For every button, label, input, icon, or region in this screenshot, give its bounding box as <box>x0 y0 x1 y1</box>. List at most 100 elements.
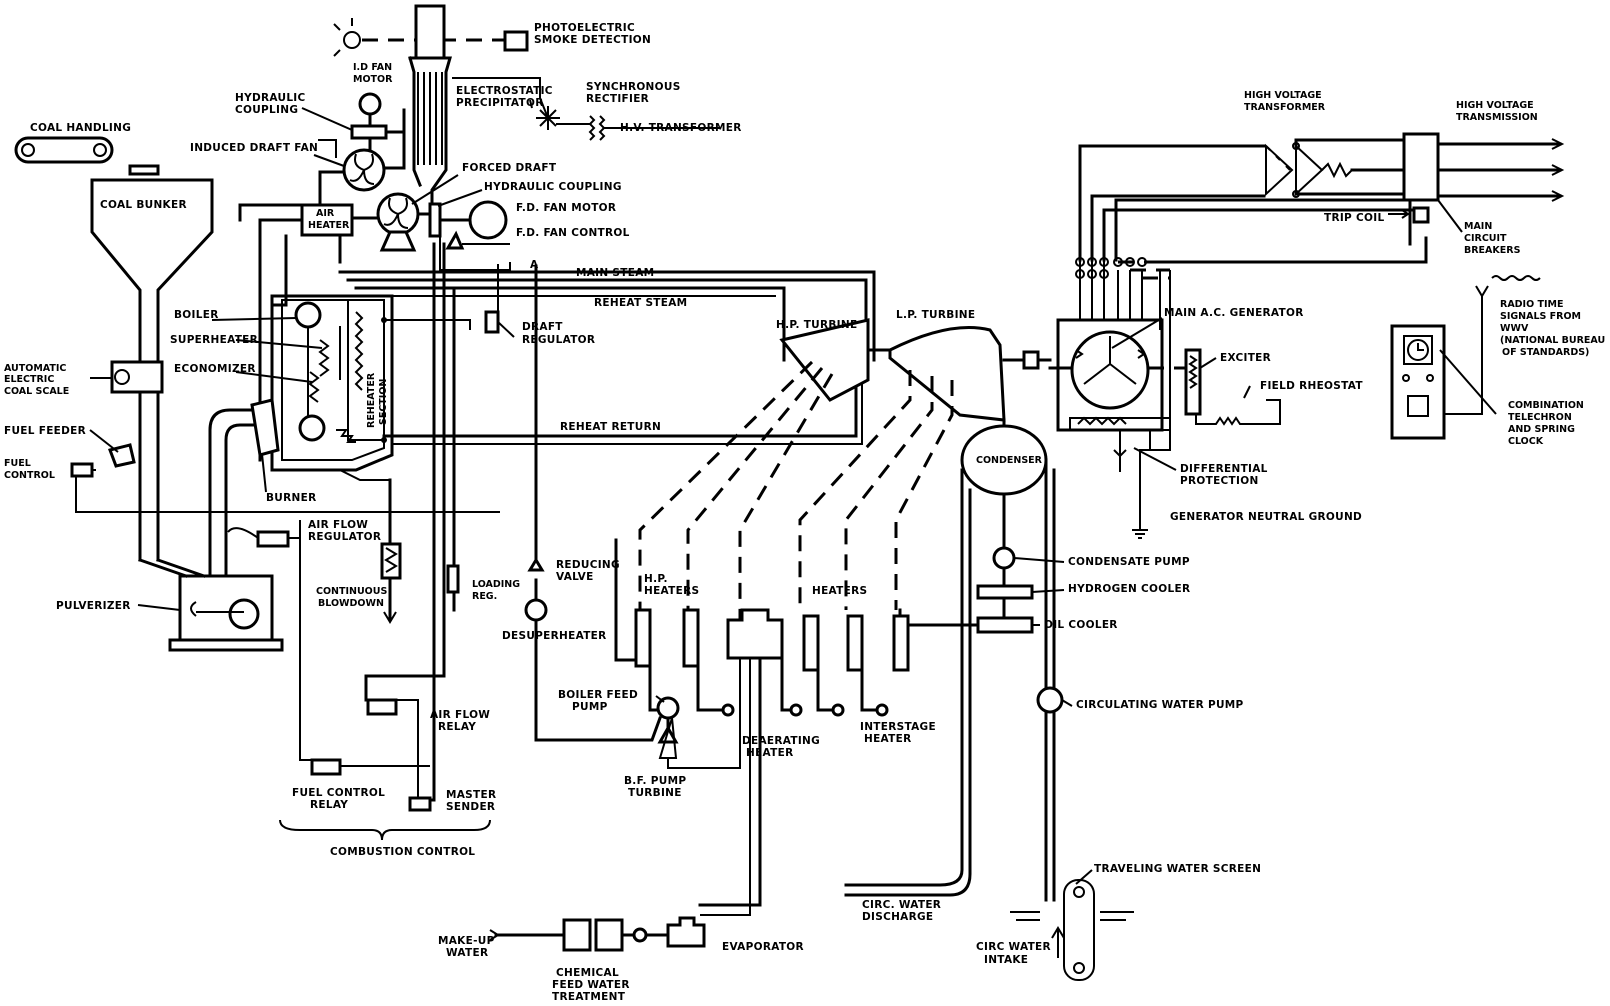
label-fuel-control-1: FUEL <box>4 458 31 469</box>
hp-extraction-lines <box>638 360 834 620</box>
circ-water-discharge-pipe <box>844 468 972 897</box>
label-air-flow-regulator-1: AIR FLOW <box>308 519 368 531</box>
superheater-coil <box>318 326 341 380</box>
label-sync-rectifier-2: RECTIFIER <box>586 93 649 105</box>
label-pulverizer: PULVERIZER <box>56 600 131 612</box>
label-fd-fan-control: F.D. FAN CONTROL <box>516 227 630 239</box>
label-circ-water-intake-2: INTAKE <box>984 954 1028 966</box>
label-air-flow-regulator-2: REGULATOR <box>308 531 381 543</box>
label-reducing-valve-1: REDUCING <box>556 559 620 571</box>
label-draft-regulator-1: DRAFT <box>522 321 563 333</box>
coal-handling-conveyor <box>14 136 114 164</box>
label-combination-clock-3: AND SPRING <box>1508 424 1575 435</box>
boiler-steam-drum <box>294 301 322 329</box>
label-coal-handling: COAL HANDLING <box>30 122 131 134</box>
label-trip-coil: TRIP COIL <box>1324 212 1384 224</box>
master-sender <box>408 796 432 812</box>
label-hv-transmission-2: TRANSMISSION <box>1456 112 1538 123</box>
reducing-valve <box>527 557 545 572</box>
loading-regulator <box>446 564 460 594</box>
hydrogen-cooler <box>976 584 1034 600</box>
bf-pump-turbine <box>657 724 679 744</box>
label-sync-rectifier-1: SYNCHRONOUS <box>586 81 681 93</box>
label-chemical-feed-2: FEED WATER <box>552 979 630 991</box>
label-id-fan-motor-2: MOTOR <box>353 74 393 85</box>
label-condenser: CONDENSER <box>976 455 1043 466</box>
label-differential-protection-2: PROTECTION <box>1180 475 1259 487</box>
label-condensate-pump: CONDENSATE PUMP <box>1068 556 1190 568</box>
label-main-circuit-breakers-2: CIRCUIT <box>1464 233 1507 244</box>
label-traveling-water-screen: TRAVELING WATER SCREEN <box>1094 863 1261 875</box>
label-evaporator: EVAPORATOR <box>722 941 804 953</box>
label-main-ac-generator: MAIN A.C. GENERATOR <box>1164 307 1304 319</box>
label-reheater-section-2: SECTION <box>378 379 389 425</box>
label-hv-transformer-2: TRANSFORMER <box>1244 102 1326 113</box>
label-chemical-feed-3: TREATMENT <box>552 991 626 1003</box>
label-radio-time-2: SIGNALS FROM <box>1500 311 1581 322</box>
fd-fan-control <box>445 230 465 250</box>
label-precipitator-1: ELECTROSTATIC <box>456 85 553 97</box>
label-id-fan-motor-1: I.D FAN <box>353 62 392 73</box>
boiler-feed-pump <box>656 696 680 720</box>
label-interstage-heater-1: INTERSTAGE <box>860 721 936 733</box>
induced-draft-fan-icon <box>342 148 386 192</box>
label-combination-clock-2: TELECHRON <box>1508 412 1572 423</box>
fuel-control <box>70 462 94 478</box>
label-reheat-steam: REHEAT STEAM <box>594 297 687 309</box>
main-circuit-breakers <box>1402 132 1440 202</box>
pulverizer <box>168 574 284 652</box>
label-draft-regulator-2: REGULATOR <box>522 334 595 346</box>
label-master-sender-2: SENDER <box>446 801 495 813</box>
label-radio-time-5: OF STANDARDS) <box>1502 347 1589 358</box>
forced-draft-fan-icon <box>376 192 420 252</box>
fd-fan-motor <box>468 200 508 240</box>
burner-duct <box>208 408 264 462</box>
label-hp-heaters-2: HEATERS <box>644 585 699 597</box>
id-hydraulic-coupling <box>350 124 388 140</box>
label-continuous-blowdown-2: BLOWDOWN <box>318 598 384 609</box>
label-combustion-control: COMBUSTION CONTROL <box>330 846 475 858</box>
label-fuel-control-2: CONTROL <box>4 470 55 481</box>
label-make-up-water-1: MAKE-UP <box>438 935 495 947</box>
label-hp-heaters-1: H.P. <box>644 573 668 585</box>
label-hv-transformer-1: HIGH VOLTAGE <box>1244 90 1322 101</box>
label-bf-pump-turbine-2: TURBINE <box>628 787 682 799</box>
label-reheat-return: REHEAT RETURN <box>560 421 661 433</box>
label-hydrogen-cooler: HYDROGEN COOLER <box>1068 583 1190 595</box>
label-coal-bunker: COAL BUNKER <box>100 199 187 211</box>
burner <box>250 398 280 457</box>
draft-regulator-line <box>384 319 471 330</box>
label-oil-cooler: OIL COOLER <box>1044 619 1118 631</box>
label-interstage-heater-2: HEATER <box>864 733 912 745</box>
label-fuel-control-relay-1: FUEL CONTROL <box>292 787 385 799</box>
label-hv-transmission-1: HIGH VOLTAGE <box>1456 100 1534 111</box>
label-radio-time-1: RADIO TIME <box>1500 299 1563 310</box>
label-generator-neutral-ground: GENERATOR NEUTRAL GROUND <box>1170 511 1362 523</box>
boiler-mud-drum <box>298 414 326 442</box>
label-boiler: BOILER <box>174 309 219 321</box>
evaporator <box>666 916 706 948</box>
label-auto-coal-scale-1: AUTOMATIC <box>4 363 66 374</box>
label-hydraulic-coupling-2: COUPLING <box>235 104 298 116</box>
label-fd-fan-motor: F.D. FAN MOTOR <box>516 202 616 214</box>
air-flow-relay <box>366 698 398 716</box>
generator-neutral-ground <box>1132 456 1148 539</box>
label-make-up-water-2: WATER <box>446 947 488 959</box>
label-fuel-control-relay-2: RELAY <box>310 799 348 811</box>
id-fan-motor <box>358 92 382 116</box>
label-forced-draft: FORCED DRAFT <box>462 162 557 174</box>
label-air-heater-2: HEATER <box>308 220 350 231</box>
label-deaerating-heater-2: HEATER <box>746 747 794 759</box>
combustion-control-bracket <box>279 819 491 841</box>
hp-heaters <box>634 608 700 668</box>
label-bf-pump-turbine-1: B.F. PUMP <box>624 775 686 787</box>
precipitator-feed-line <box>452 77 549 119</box>
reheat-steam-line <box>354 286 786 362</box>
oil-cooler <box>976 616 1034 634</box>
hv-transmission-lines <box>1436 142 1562 198</box>
lp-heaters <box>802 614 910 672</box>
chemical-feed-tank-2 <box>594 918 624 952</box>
label-radio-time-4: (NATIONAL BUREAU <box>1500 335 1605 346</box>
photoelectric-light-source-icon <box>333 18 361 57</box>
label-hv-transformer-small: H.V. TRANSFORMER <box>620 122 742 134</box>
